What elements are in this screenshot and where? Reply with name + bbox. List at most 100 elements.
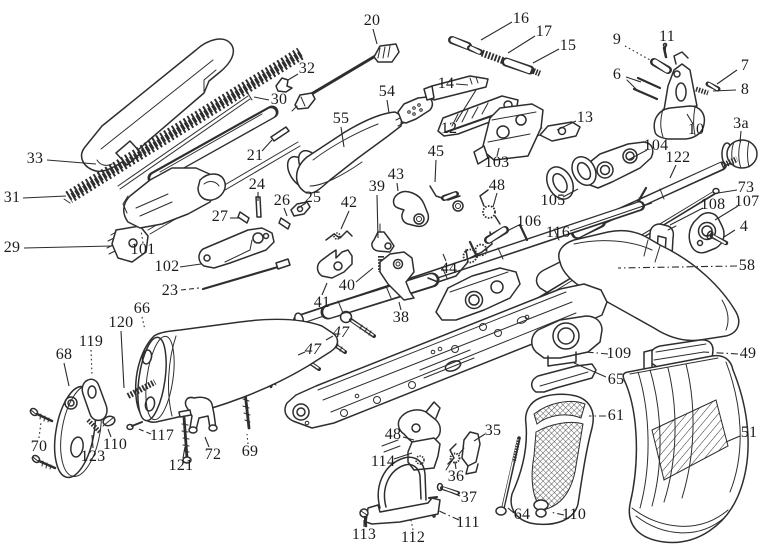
leader-line-42	[340, 210, 350, 230]
pin-4-part	[706, 230, 729, 246]
leader-line-121	[182, 446, 186, 459]
leader-line-69	[246, 433, 249, 445]
leader-line-15	[532, 48, 560, 64]
bushing-25-part	[290, 201, 311, 217]
cleaning-rod-part	[291, 43, 400, 112]
front-sight-assembly-part	[626, 42, 721, 140]
leader-line-70	[38, 421, 42, 439]
trapdoor-part	[81, 378, 108, 422]
leader-line-21	[261, 139, 273, 152]
leader-line-51	[725, 435, 741, 443]
leader-line-112	[410, 519, 414, 531]
leader-line-3a	[739, 130, 742, 143]
leader-line-54	[386, 99, 390, 114]
leader-line-114	[393, 452, 413, 460]
trigger-39-part	[371, 223, 395, 253]
selector-part	[316, 249, 353, 279]
leader-line-123	[91, 434, 94, 449]
leader-line-117	[135, 427, 152, 435]
leader-line-25	[297, 202, 307, 209]
leader-line-36	[454, 461, 457, 470]
leader-line-43	[396, 182, 399, 192]
hammer-spring-48-part	[479, 189, 501, 225]
spring-42-part	[325, 230, 353, 241]
leader-lines	[22, 21, 742, 531]
leader-line-47	[297, 351, 306, 356]
leader-line-73	[717, 189, 738, 194]
leader-line-12	[455, 89, 477, 123]
leader-line-9	[624, 45, 651, 61]
leader-line-55	[340, 126, 345, 148]
guide-bar-part	[117, 91, 253, 190]
pin-26-part	[278, 217, 291, 230]
disconnector-43-part	[392, 190, 430, 228]
leader-line-8	[712, 89, 737, 92]
leader-line-48	[492, 192, 498, 208]
leader-line-68	[63, 362, 70, 387]
pistol-grip-part	[510, 393, 594, 526]
leader-line-102	[179, 263, 202, 268]
cleaning-kit-part	[448, 36, 543, 77]
leader-line-111	[438, 510, 460, 521]
leader-line-10	[686, 113, 694, 125]
bolt-part	[198, 227, 275, 269]
leader-line-6	[625, 76, 642, 83]
leader-line-66	[141, 316, 146, 331]
leader-line-116	[569, 202, 653, 232]
leader-line-7	[716, 69, 738, 85]
gas-tube-handguard-part	[286, 96, 434, 194]
leader-line-45	[434, 159, 437, 183]
leader-line-31	[22, 195, 67, 199]
leader-line-65	[573, 362, 607, 378]
leader-line-35	[473, 433, 486, 442]
leader-line-119	[90, 349, 93, 376]
leader-line-11	[664, 42, 667, 54]
firing-pin-part	[201, 258, 291, 291]
lever-45-part	[429, 185, 464, 212]
leader-line-26	[283, 207, 288, 217]
leader-line-23	[180, 287, 200, 291]
pin-37-part	[436, 482, 460, 495]
leader-line-106	[506, 224, 520, 232]
leader-line-37	[449, 491, 461, 497]
leader-line-41	[321, 282, 328, 296]
rear-plate-part	[688, 212, 725, 254]
leader-line-47	[325, 335, 334, 341]
leader-line-38	[398, 301, 402, 311]
leader-line-16	[480, 21, 513, 41]
pin-21-part	[270, 126, 290, 142]
leader-line-33	[46, 159, 97, 165]
trigger-guard-part	[365, 456, 441, 525]
leader-line-107	[714, 205, 739, 221]
grip-ferrule-part	[531, 363, 597, 393]
recoil-spring-part	[63, 47, 305, 204]
leader-line-48	[402, 436, 415, 441]
sight-leaf-part	[423, 75, 489, 101]
leader-line-32	[287, 73, 299, 81]
leader-line-110	[549, 511, 565, 516]
leader-line-64	[507, 507, 515, 514]
buttstock-right-part	[535, 229, 740, 342]
buttplate-screw-121-part	[178, 409, 192, 464]
axis-pin-106-part	[484, 226, 509, 244]
leader-line-122	[669, 164, 677, 179]
spring-36-part	[445, 447, 465, 471]
trigger-38-part	[379, 251, 415, 301]
grip-nut-part	[533, 499, 549, 518]
buttstock-left-part	[126, 318, 339, 423]
receiver-part	[284, 267, 608, 429]
leader-line-108	[669, 207, 704, 226]
swivel-screw-part	[126, 421, 143, 431]
leader-line-104	[627, 149, 648, 161]
bolt-carrier-part	[122, 105, 279, 229]
leader-line-72	[204, 436, 210, 448]
magazine-part	[622, 354, 749, 544]
buttplate-bracket-part	[184, 396, 218, 434]
leader-line-40	[355, 267, 374, 283]
leader-line-58	[617, 265, 738, 269]
leader-line-109	[585, 351, 609, 355]
leader-line-30	[253, 96, 270, 101]
leader-line-103	[496, 147, 500, 157]
